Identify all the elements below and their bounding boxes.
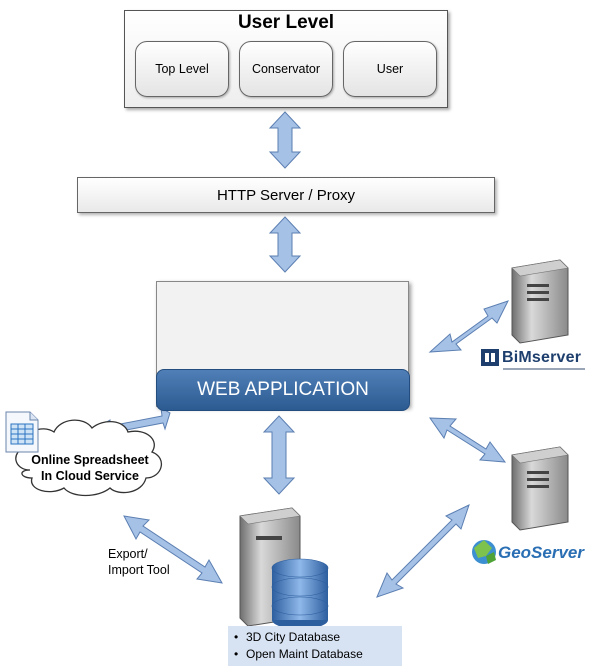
arrow-webapp-geoserver xyxy=(429,417,507,463)
cloud-label: Online Spreadsheet In Cloud Service xyxy=(18,452,162,484)
role-top-level: Top Level xyxy=(135,41,229,97)
database-item: Open Maint Database xyxy=(228,646,402,663)
arrow-http-webapp xyxy=(268,216,302,273)
bimserver-logo-text: BiMserver xyxy=(502,349,582,366)
arrow-cloud-db xyxy=(123,515,223,584)
cloud-label-line1: Online Spreadsheet xyxy=(31,453,149,467)
bimserver-logo-mark xyxy=(481,349,499,366)
geoserver-logo-text: GeoServer xyxy=(498,543,584,562)
arrow-webapp-db xyxy=(262,415,296,495)
bimserver-tagline xyxy=(503,368,585,370)
export-label-line2: Import Tool xyxy=(108,563,170,577)
http-server-proxy-box: HTTP Server / Proxy xyxy=(77,177,495,213)
webapp-label: WEB APPLICATION xyxy=(156,369,410,411)
spreadsheet-file-icon xyxy=(5,411,39,453)
role-conservator: Conservator xyxy=(239,41,333,97)
database-server-icon xyxy=(239,507,329,629)
arrow-user-http xyxy=(268,111,302,169)
database-item: 3D City Database xyxy=(228,629,402,646)
export-label-line1: Export/ xyxy=(108,547,148,561)
bimserver-server-icon xyxy=(511,259,569,344)
user-level-title: User Level xyxy=(237,12,335,33)
cloud-label-line2: In Cloud Service xyxy=(41,469,139,483)
role-user: User xyxy=(343,41,437,97)
export-import-label: Export/ Import Tool xyxy=(108,546,170,578)
database-list: 3D City Database Open Maint Database xyxy=(228,626,402,666)
cloud-shape xyxy=(15,419,162,497)
arrow-db-geoserver xyxy=(376,504,470,598)
geoserver-server-icon xyxy=(511,446,569,531)
user-level-box: User Level Top Level Conservator User xyxy=(124,10,448,108)
arrow-webapp-bimserver xyxy=(428,300,509,353)
geoserver-logo-mark xyxy=(472,540,496,564)
